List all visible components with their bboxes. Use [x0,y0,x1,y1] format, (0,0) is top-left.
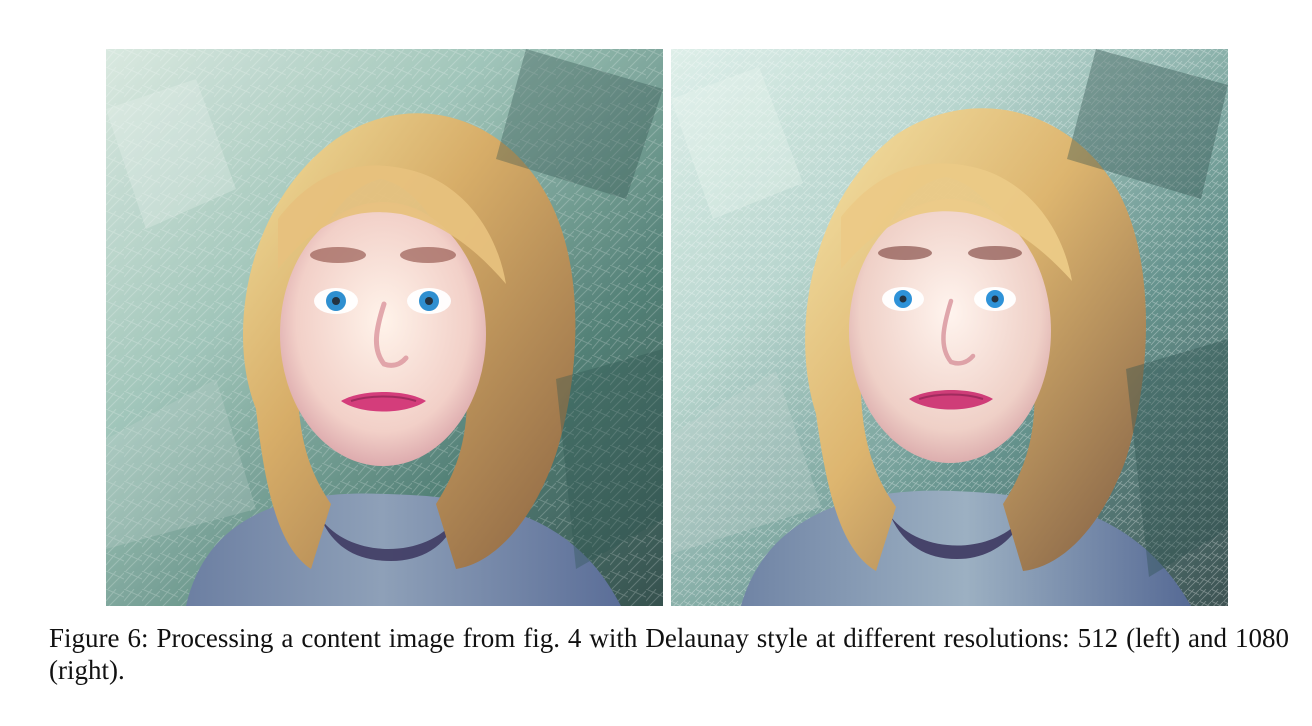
dark-shard-2 [1126,339,1228,577]
nose [373,301,409,368]
left-pupil [332,297,340,305]
face [849,199,1051,463]
dark-shard-1 [496,49,663,199]
nose [941,298,976,366]
lips [341,392,426,412]
dark-shard-1 [1067,49,1228,199]
light-shard-1 [106,79,236,229]
light-shard-2 [671,371,821,554]
right-brow [968,246,1022,260]
right-pupil [991,295,999,303]
face [280,202,486,466]
right-pupil [425,297,433,305]
left-pupil [899,295,907,303]
hair [242,113,576,570]
light-shard-2 [106,379,256,549]
hair-fringe [841,163,1072,281]
right-stylized-portrait [671,49,1228,606]
collar [321,519,456,561]
right-brow [400,247,456,263]
hair [805,108,1147,571]
light-shard-1 [671,67,803,219]
figure-caption: Figure 6: Processing a content image fro… [49,623,1289,685]
dark-shard-2 [556,349,663,569]
left-brow [878,246,932,260]
portrait-svg-right [671,49,1228,606]
lips [909,390,993,410]
portrait-svg-left [106,49,663,606]
left-brow [310,247,366,263]
collar [891,517,1023,559]
lip-line [350,395,417,402]
hair-fringe [278,165,506,284]
lip-line [918,393,984,400]
left-stylized-portrait [106,49,663,606]
